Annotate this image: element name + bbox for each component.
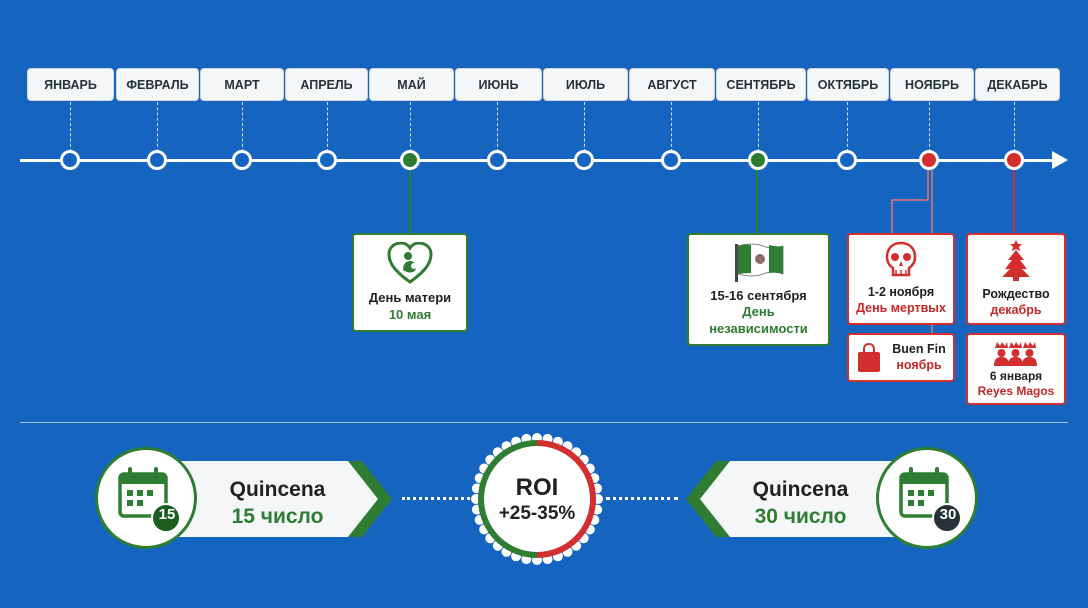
- quincena-right-title: Quincena: [752, 478, 849, 501]
- christmas-name: Рождество: [982, 287, 1050, 302]
- timeline-dot: [147, 150, 167, 170]
- timeline-dot: [317, 150, 337, 170]
- month-label: МАЙ: [369, 68, 454, 101]
- connector-may: [409, 170, 411, 233]
- month-connector: [758, 102, 759, 152]
- month-label: ДЕКАБРЬ: [975, 68, 1060, 101]
- timeline-arrow-icon: [1052, 151, 1068, 169]
- month-label: НОЯБРЬ: [890, 68, 974, 101]
- month-connector: [929, 102, 930, 152]
- timeline-dot: [400, 150, 420, 170]
- quincena-left-subtitle: 15 число: [231, 505, 324, 529]
- sugar-skull-icon: [885, 242, 917, 277]
- timeline-dot: [232, 150, 252, 170]
- month-connector: [242, 102, 243, 152]
- timeline-dot: [1004, 150, 1024, 170]
- month-label: ИЮЛЬ: [543, 68, 628, 101]
- month-connector: [847, 102, 848, 152]
- timeline-dot: [748, 150, 768, 170]
- independence-name-2: независимости: [709, 320, 808, 336]
- roi-text: ROI +25-35%: [481, 474, 593, 526]
- month-connector: [497, 102, 498, 152]
- timeline-dot: [60, 150, 80, 170]
- quincena-left-badge: 15: [158, 506, 176, 523]
- christmas-date: декабрь: [990, 303, 1042, 317]
- card-mothers-day: День матери 10 мая: [352, 233, 468, 332]
- roi-badge: [471, 433, 603, 565]
- shopping-bag-icon: [858, 342, 881, 372]
- dotted-connector-right: [606, 497, 678, 500]
- quincena-right-circle: 30: [876, 447, 978, 549]
- card-reyes-magos: 6 января Reyes Magos: [966, 333, 1066, 405]
- quincena-right-badge: 30: [939, 506, 957, 523]
- month-connector: [70, 102, 71, 152]
- month-connector: [584, 102, 585, 152]
- month-label: ЯНВАРЬ: [27, 68, 114, 101]
- quincena-left-circle: 15: [95, 447, 197, 549]
- mothers-day-date: 10 мая: [388, 306, 432, 322]
- card-christmas: Рождество декабрь: [966, 233, 1066, 325]
- mexico-flag-icon: [734, 243, 783, 283]
- quincena-left-text: Quincena 15 число: [205, 476, 350, 531]
- reyes-name: Reyes Magos: [977, 383, 1055, 398]
- quincena-left-pill: [140, 461, 392, 537]
- quincena-right-pill: [686, 461, 938, 537]
- roi-title: ROI: [515, 474, 559, 501]
- timeline-dot: [837, 150, 857, 170]
- timeline-dot: [661, 150, 681, 170]
- timeline-dot: [574, 150, 594, 170]
- heart-mother-icon: [387, 242, 433, 285]
- three-kings-icon: [994, 341, 1037, 366]
- mothers-day-name: День матери: [368, 290, 452, 306]
- month-label: АПРЕЛЬ: [285, 68, 368, 101]
- timeline-dot: [487, 150, 507, 170]
- day-of-dead-name: День мертвых: [856, 301, 946, 315]
- day-of-dead-date: 1-2 ноября: [867, 285, 935, 300]
- month-connector: [671, 102, 672, 152]
- christmas-tree-icon: [1002, 240, 1030, 282]
- calendar-icon: [899, 467, 962, 533]
- month-connector: [157, 102, 158, 152]
- quincena-right-text: Quincena 30 число: [728, 476, 873, 531]
- month-connector: [1014, 102, 1015, 152]
- connector-september: [756, 170, 758, 233]
- month-label: ИЮНЬ: [455, 68, 542, 101]
- buen-fin-name: Buen Fin: [892, 341, 946, 356]
- quincena-right-subtitle: 30 число: [754, 505, 847, 529]
- roi-value: +25-35%: [498, 502, 576, 524]
- month-label: СЕНТЯБРЬ: [716, 68, 806, 101]
- month-label: МАРТ: [200, 68, 284, 101]
- independence-date: 15-16 сентября: [710, 288, 807, 304]
- month-connector: [327, 102, 328, 152]
- quincena-left-title: Quincena: [229, 478, 326, 501]
- section-divider: [20, 422, 1068, 423]
- buen-fin-date: ноябрь: [896, 357, 942, 372]
- timeline-dot: [919, 150, 939, 170]
- card-independence: 15-16 сентября День независимости: [687, 233, 830, 346]
- reyes-date: 6 января: [989, 368, 1043, 383]
- card-day-of-dead: 1-2 ноября День мертвых: [847, 233, 955, 325]
- timeline-axis: [20, 159, 1060, 162]
- month-connector: [410, 102, 411, 152]
- month-label: ФЕВРАЛЬ: [116, 68, 199, 101]
- independence-name-1: День: [742, 304, 775, 320]
- month-label: ОКТЯБРЬ: [807, 68, 889, 101]
- month-label: АВГУСТ: [629, 68, 715, 101]
- card-buen-fin: Buen Fin ноябрь: [847, 333, 955, 382]
- dotted-connector-left: [402, 497, 470, 500]
- calendar-icon: [118, 467, 181, 533]
